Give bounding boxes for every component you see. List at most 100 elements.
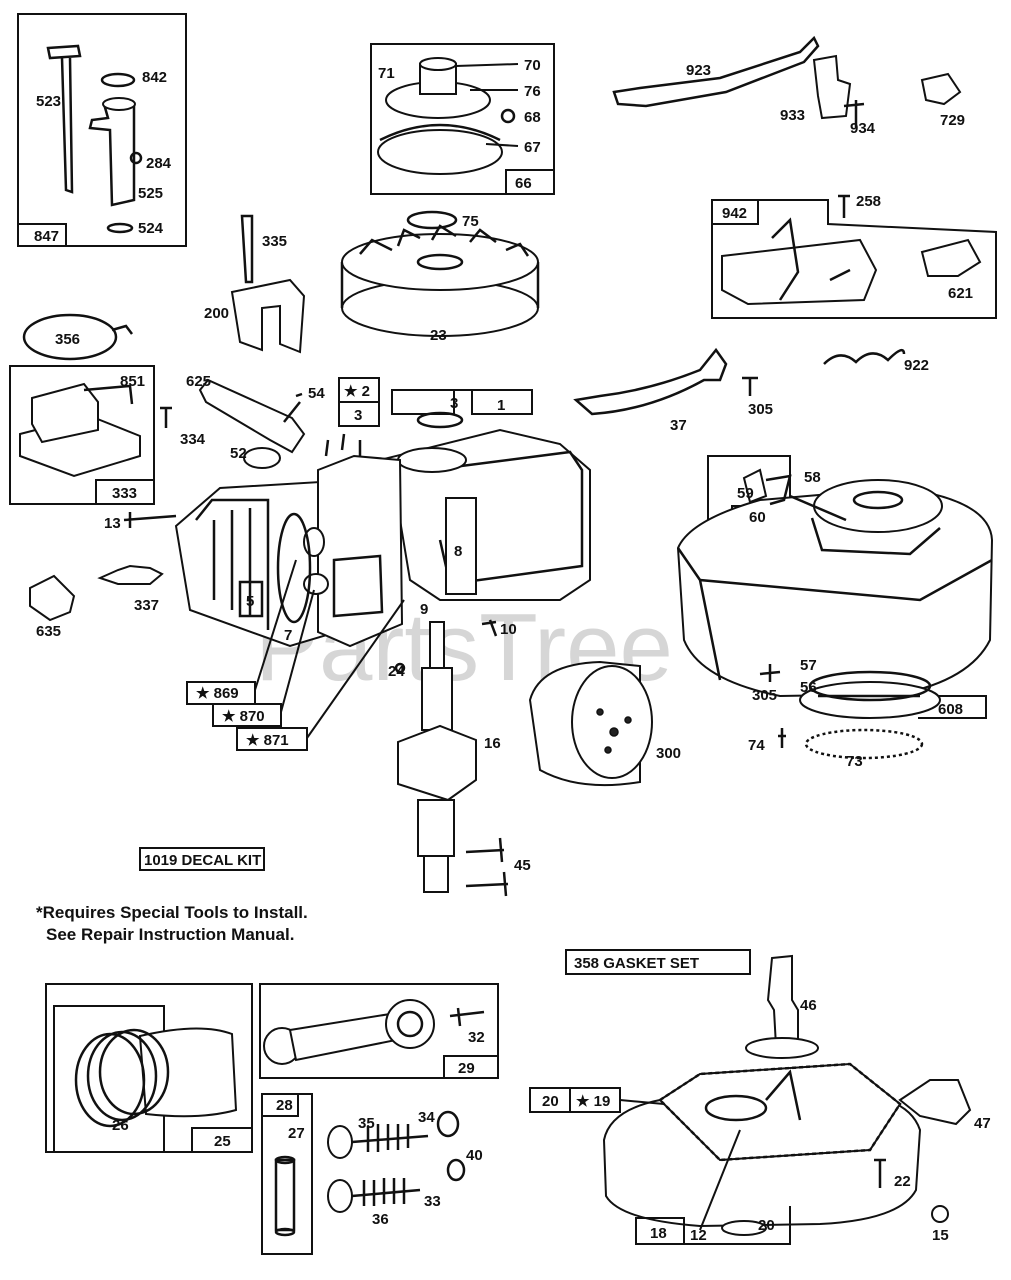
part-label-12: 12	[690, 1227, 707, 1244]
part-label-74: 74	[748, 737, 765, 754]
box-18-label: 18	[650, 1225, 667, 1242]
connecting-rod-group[interactable]	[259, 983, 499, 1079]
decal-kit-box[interactable]	[139, 847, 265, 871]
gasket-set-box[interactable]	[565, 949, 751, 975]
ground-wire-group[interactable]	[22, 313, 133, 361]
part-label-27: 27	[288, 1125, 305, 1142]
box-333-label: 333	[112, 485, 137, 502]
part-label-68: 68	[524, 109, 541, 126]
muffler-group[interactable]	[528, 660, 653, 787]
box-25-label: 25	[214, 1133, 231, 1150]
part-label-71: 71	[378, 65, 395, 82]
part-label-58: 58	[804, 469, 821, 486]
repair-kit-boxes[interactable]	[186, 559, 405, 751]
part-label-16: 16	[484, 735, 501, 752]
blower-housing-group[interactable]	[676, 455, 994, 760]
sump-group[interactable]	[529, 954, 972, 1245]
box-28-label: 28	[276, 1097, 293, 1114]
air-vane-group[interactable]	[573, 347, 906, 416]
piston-group[interactable]	[45, 983, 253, 1153]
gasket-set-label: 358 GASKET SET	[574, 955, 699, 972]
part-label-923: 923	[686, 62, 711, 79]
part-label-922: 922	[904, 357, 929, 374]
box-20-label: 20	[542, 1093, 559, 1110]
part-label-37: 37	[670, 417, 687, 434]
part-label-200: 200	[204, 305, 229, 322]
breather-tube-group[interactable]	[160, 378, 306, 469]
part-label-284: 284	[146, 155, 172, 172]
note-line-2: See Repair Instruction Manual.	[46, 925, 295, 944]
part-label-15: 15	[932, 1227, 949, 1244]
engine-block-group[interactable]	[174, 377, 591, 648]
box-871-label: ★ 871	[246, 732, 289, 749]
box-1-label: 1	[497, 397, 505, 414]
part-label-22: 22	[894, 1173, 911, 1190]
crankshaft-group[interactable]	[394, 619, 498, 893]
part-label-45: 45	[514, 857, 531, 874]
part-label-305a: 305	[748, 401, 773, 418]
box-29-label: 29	[458, 1060, 475, 1077]
part-label-934: 934	[850, 120, 876, 137]
part-label-54: 54	[308, 385, 325, 402]
box-19-label: ★ 19	[576, 1093, 610, 1110]
part-label-75: 75	[462, 213, 479, 230]
box-3-label: 3	[354, 407, 362, 424]
part-label-23: 23	[430, 327, 447, 344]
part-label-729: 729	[940, 112, 965, 129]
armature-group[interactable]	[9, 365, 155, 505]
part-label-33: 33	[424, 1193, 441, 1210]
part-label-9: 9	[420, 601, 428, 618]
part-label-8: 8	[454, 543, 462, 560]
box-870-label: ★ 870	[222, 708, 265, 725]
part-label-34: 34	[418, 1109, 435, 1126]
box-2-label: ★ 2	[344, 383, 370, 400]
part-label-70: 70	[524, 57, 541, 74]
part-label-59: 59	[737, 485, 754, 502]
part-label-56: 56	[800, 679, 817, 696]
part-label-3b: 3	[450, 395, 458, 412]
governor-link-group[interactable]	[612, 35, 962, 128]
part-label-47: 47	[974, 1115, 991, 1132]
control-bracket-group[interactable]	[711, 194, 997, 319]
flywheel-group[interactable]	[340, 210, 540, 337]
part-label-35: 35	[358, 1115, 375, 1132]
box-942-label: 942	[722, 205, 747, 222]
part-label-334: 334	[180, 431, 206, 448]
part-label-13: 13	[104, 515, 121, 532]
dipstick-group[interactable]	[17, 13, 187, 247]
box-869-label: ★ 869	[196, 685, 239, 702]
part-label-337: 337	[134, 597, 159, 614]
mounting-bolts-group[interactable]	[465, 837, 509, 897]
bracket-group[interactable]	[230, 214, 306, 354]
part-label-258: 258	[856, 193, 881, 210]
part-label-335: 335	[262, 233, 287, 250]
part-label-26: 26	[112, 1117, 129, 1134]
part-label-524: 524	[138, 220, 164, 237]
part-label-36: 36	[372, 1211, 389, 1228]
part-label-40: 40	[466, 1147, 483, 1164]
part-label-356: 356	[55, 331, 80, 348]
box-608-label: 608	[938, 701, 963, 718]
part-label-46: 46	[800, 997, 817, 1014]
decal-kit-label: 1019 DECAL KIT	[144, 852, 261, 869]
valve-group[interactable]	[261, 1093, 466, 1255]
box-60-label: 60	[749, 509, 766, 526]
box-66-label: 66	[515, 175, 532, 192]
part-label-525: 525	[138, 185, 163, 202]
part-label-523: 523	[36, 93, 61, 110]
part-label-24: 24	[388, 663, 405, 680]
part-label-851: 851	[120, 373, 145, 390]
special-tools-note: *Requires Special Tools to Install. See …	[36, 902, 308, 946]
part-label-67: 67	[524, 139, 541, 156]
part-label-635: 635	[36, 623, 61, 640]
starter-clutch-group[interactable]	[370, 43, 555, 195]
part-label-5: 5	[246, 593, 254, 610]
head-bolt-group[interactable]	[29, 512, 177, 622]
box-847-label: 847	[34, 228, 59, 245]
part-label-933: 933	[780, 107, 805, 124]
part-label-52: 52	[230, 445, 247, 462]
part-label-73: 73	[846, 753, 863, 770]
part-label-76: 76	[524, 83, 541, 100]
part-label-625: 625	[186, 373, 211, 390]
part-label-7: 7	[284, 627, 292, 644]
